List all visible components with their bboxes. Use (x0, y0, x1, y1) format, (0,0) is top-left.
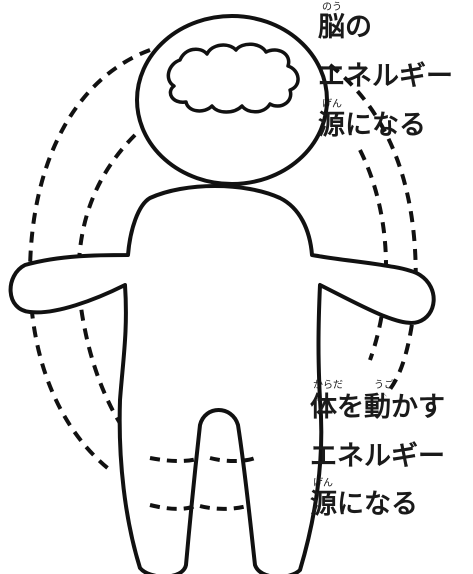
body-source-ruby: げん (313, 478, 333, 489)
thigh-dashed-line-right (209, 456, 256, 463)
brain-label-line2: エネルギー (318, 61, 453, 92)
inner-dashed-aura (76, 133, 137, 442)
body-label-line1: 体を動かす (310, 392, 445, 423)
body-label-line2: エネルギー (310, 441, 445, 472)
calf-dashed-line (149, 503, 196, 511)
calf-dashed-line-right (199, 503, 251, 511)
body-silhouette (8, 184, 436, 574)
brain-source-ruby: げん (322, 99, 342, 110)
body-ruby: からだ (313, 380, 343, 391)
brain-ruby: のう (322, 2, 342, 13)
body-label-line3: 源になる (310, 489, 418, 520)
brain-label-line3: 源になる (318, 110, 426, 141)
move-ruby: うご (374, 380, 394, 391)
inner-dashed-aura-right (358, 149, 388, 361)
outer-dashed-aura-right (328, 63, 418, 397)
brain-icon (166, 42, 300, 114)
brain-label-line1: 脳の (318, 12, 372, 43)
thigh-dashed-line (149, 456, 201, 463)
